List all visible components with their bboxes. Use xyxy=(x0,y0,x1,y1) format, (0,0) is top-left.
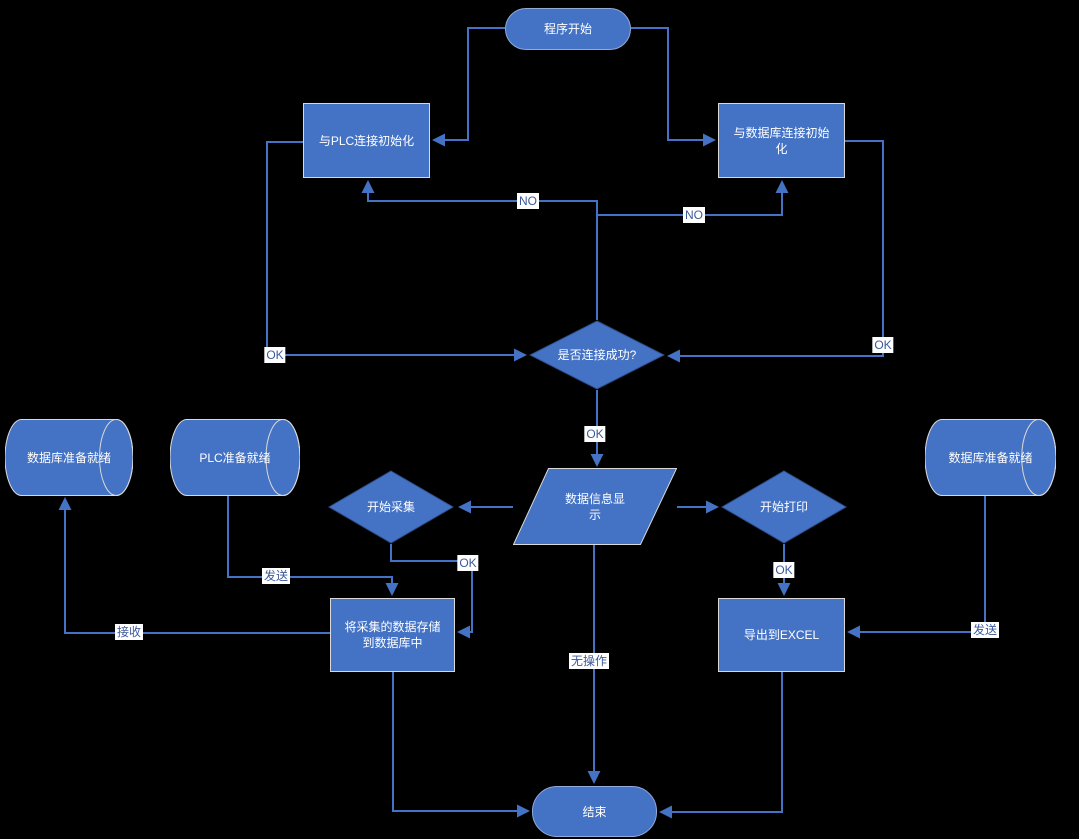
edge-label-send-right: 发送 xyxy=(970,622,1000,638)
edge-export-to-end xyxy=(659,672,783,819)
node-db-ready-left-label: 数据库准备就绪 xyxy=(26,450,111,465)
node-start-label: 程序开始 xyxy=(543,22,592,36)
edge-decision-no-to-db-init xyxy=(596,180,789,320)
storage-cylinder-shape xyxy=(5,419,133,496)
edge-store-to-end xyxy=(392,672,530,818)
node-data-display: 数据信息显示 xyxy=(513,468,677,545)
edge-label-no-right: NO xyxy=(683,207,705,223)
edge-label-ok-collect: OK xyxy=(457,555,479,571)
node-plc-ready: PLC准备就绪 xyxy=(170,419,300,496)
node-start: 程序开始 xyxy=(505,8,631,50)
decision-diamond-shape xyxy=(529,320,665,390)
node-start-collect: 开始采集 xyxy=(328,470,454,544)
node-plc-ready-label: PLC准备就绪 xyxy=(199,450,271,465)
edge-decision-no-to-plc-init xyxy=(361,180,598,320)
node-db-ready-right: 数据库准备就绪 xyxy=(925,419,1056,496)
node-db-init-label: 与数据库连接初始化 xyxy=(733,125,830,156)
node-db-ready-left: 数据库准备就绪 xyxy=(5,419,133,496)
node-db-init: 与数据库连接初始化 xyxy=(718,103,845,178)
node-export-excel-label: 导出到EXCEL xyxy=(743,628,820,642)
decision-diamond-shape xyxy=(328,470,454,544)
edge-label-ok-left: OK xyxy=(264,347,286,363)
node-end: 结束 xyxy=(532,786,657,837)
edge-start-to-plc-init xyxy=(432,27,505,147)
node-store-data: 将采集的数据存储到数据库中 xyxy=(330,598,455,672)
node-end-label: 结束 xyxy=(582,804,607,819)
edge-label-send-left: 发送 xyxy=(261,568,291,584)
node-start-print: 开始打印 xyxy=(721,470,847,544)
storage-cylinder-shape xyxy=(925,419,1056,496)
node-connect-ok-label: 是否连接成功? xyxy=(557,348,637,362)
edge-label-ok-right: OK xyxy=(872,337,894,353)
node-store-data-label: 将采集的数据存储到数据库中 xyxy=(344,620,441,650)
edge-label-ok-mid: OK xyxy=(584,426,606,442)
edge-start-to-db-init xyxy=(631,27,716,147)
edge-store-receive-to-db-ready xyxy=(58,497,330,634)
edge-label-no-left: NO xyxy=(517,193,539,209)
edge-label-no-op: 无操作 xyxy=(568,653,610,669)
node-start-collect-label: 开始采集 xyxy=(366,500,415,514)
node-db-ready-right-label: 数据库准备就绪 xyxy=(948,450,1033,465)
decision-diamond-shape xyxy=(721,470,847,544)
edge-label-ok-print: OK xyxy=(773,562,795,578)
storage-cylinder-shape xyxy=(170,419,300,496)
node-connect-ok: 是否连接成功? xyxy=(529,320,665,390)
node-plc-init-label: 与PLC连接初始化 xyxy=(318,133,415,148)
node-export-excel: 导出到EXCEL xyxy=(718,598,845,672)
io-parallelogram-shape xyxy=(513,468,677,545)
node-data-display-label: 数据信息显示 xyxy=(564,491,625,522)
node-plc-init: 与PLC连接初始化 xyxy=(303,103,430,178)
edge-db-ready-send-to-export xyxy=(847,496,986,639)
edge-label-receive: 接收 xyxy=(114,624,144,640)
node-start-print-label: 开始打印 xyxy=(759,500,808,514)
